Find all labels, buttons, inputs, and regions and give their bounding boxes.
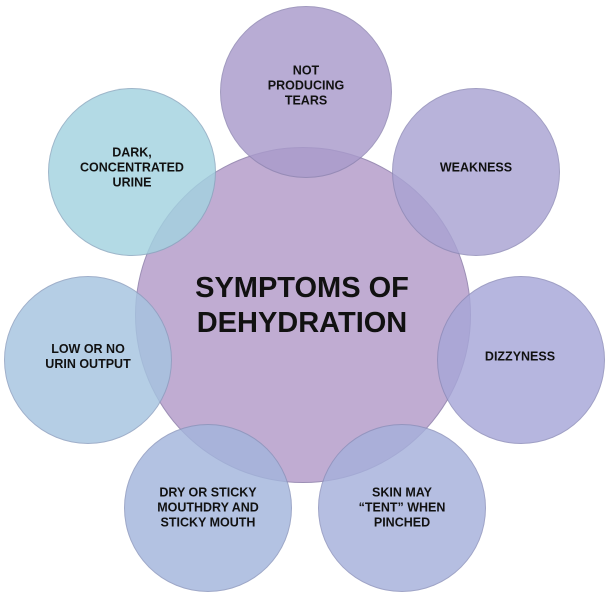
outer-circle-urine-output bbox=[4, 276, 172, 444]
outer-circle-dizzyness bbox=[437, 276, 605, 444]
outer-circle-tears bbox=[220, 6, 392, 178]
node-label-urine-output: LOW OR NO URIN OUTPUT bbox=[45, 342, 131, 371]
outer-circle-mouth bbox=[124, 424, 292, 592]
node-label-dizzyness: DIZZYNESS bbox=[484, 349, 556, 364]
node-label-skin: SKIN MAY “TENT” WHEN PINCHED bbox=[358, 485, 446, 530]
center-title: SYMPTOMS OF DEHYDRATION bbox=[195, 272, 409, 339]
node-label-mouth: DRY OR STICKY MOUTHDRY AND STICKY MOUTH bbox=[157, 485, 259, 530]
node-label-weakness: WEAKNESS bbox=[439, 160, 513, 175]
node-label-tears: NOT PRODUCING TEARS bbox=[267, 63, 345, 108]
outer-circle-skin bbox=[318, 424, 486, 592]
node-label-dark-urine: DARK, CONCENTRATED URINE bbox=[80, 145, 184, 190]
outer-circle-weakness bbox=[392, 88, 560, 256]
outer-circle-dark-urine bbox=[48, 88, 216, 256]
